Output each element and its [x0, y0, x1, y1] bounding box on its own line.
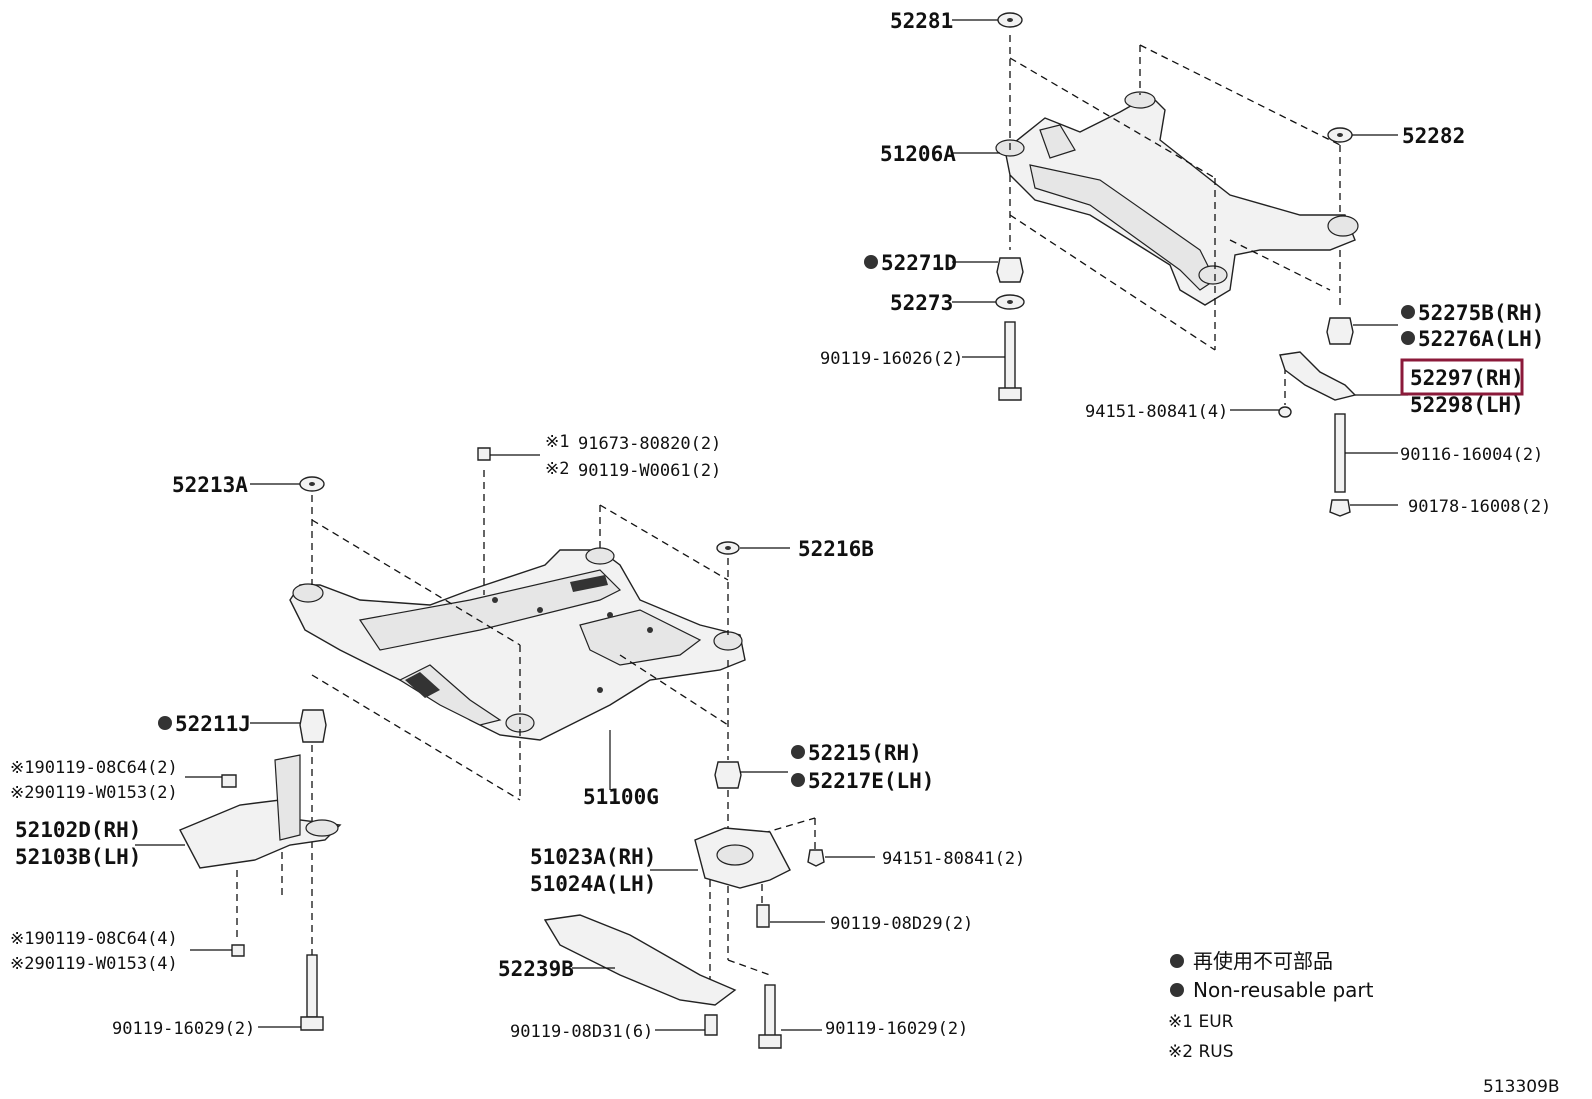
label-90119-16029-right: 90119-16029(2): [825, 1019, 968, 1039]
non-reusable-icon: [791, 773, 805, 787]
label-51023A: 51023A(RH): [530, 845, 656, 869]
label-90119-W0153-2: ※290119-W0153(2): [10, 783, 178, 803]
legend: 再使用不可部品 Non-reusable part ※1 EUR ※2 RUS …: [1168, 949, 1560, 1097]
label-90178-16008: 90178-16008(2): [1408, 497, 1551, 517]
bolt-08C64-lower: [231, 944, 245, 957]
label-90119-08C64-2: ※190119-08C64(2): [10, 758, 178, 778]
non-reusable-icon: [158, 716, 172, 730]
front-crossmember-51100G: [289, 547, 746, 741]
bolt-90119-08D29: [756, 904, 770, 928]
label-52282: 52282: [1402, 124, 1465, 148]
legend-note1: ※1 EUR: [1168, 1012, 1234, 1032]
bolt-90119-16029-left: [306, 954, 318, 1018]
label-94151-80841-2: 94151-80841(2): [882, 849, 1025, 869]
bushing-52275B: [1326, 317, 1354, 345]
note-marker-2: ※2: [545, 459, 569, 479]
label-90119-16026: 90119-16026(2): [820, 349, 963, 369]
label-52273: 52273: [890, 291, 953, 315]
non-reusable-icon: [1401, 305, 1415, 319]
brace-52239B: [543, 914, 737, 1006]
label-51206A: 51206A: [880, 142, 956, 166]
label-52103B: 52103B(LH): [15, 845, 141, 869]
label-52239B: 52239B: [498, 957, 574, 981]
bushing-52271D: [996, 257, 1024, 283]
part-labels: 52281 51206A 52271D 52273 90119-16026(2)…: [10, 9, 1551, 1042]
rear-leader-lines: [952, 19, 1408, 506]
label-52281: 52281: [890, 9, 953, 33]
bushing-52211J: [299, 709, 327, 743]
stud-90116-16004: [1334, 413, 1346, 493]
bolt-08C64-upper: [221, 774, 237, 788]
nut-90178-16008: [1329, 499, 1351, 517]
non-reusable-markers: [158, 255, 1415, 997]
non-reusable-icon: [1401, 331, 1415, 345]
bracket-52297: [1279, 351, 1357, 401]
label-52297: 52297(RH): [1410, 366, 1524, 390]
note-marker-1: ※1: [545, 432, 569, 452]
rear-guide-lines: [1009, 35, 1341, 405]
label-52211J: 52211J: [175, 712, 251, 736]
label-90119-W0153-4: ※290119-W0153(4): [10, 954, 178, 974]
label-52275B: 52275B(RH): [1418, 301, 1544, 325]
label-90119-08D29: 90119-08D29(2): [830, 914, 973, 934]
bolt-91673: [477, 447, 491, 461]
bolt-90119-08D31: [704, 1014, 718, 1036]
rear-crossmember-51206A: [995, 91, 1359, 306]
label-52216B: 52216B: [798, 537, 874, 561]
diagram-code: 513309B: [1483, 1077, 1560, 1097]
label-90119-08D31: 90119-08D31(6): [510, 1022, 653, 1042]
bolt-90119-16026: [1004, 321, 1016, 391]
label-90116-16004: 90116-16004(2): [1400, 445, 1543, 465]
non-reusable-icon: [1170, 983, 1184, 997]
legend-jp: 再使用不可部品: [1193, 949, 1333, 973]
label-52271D: 52271D: [881, 251, 957, 275]
label-52102D: 52102D(RH): [15, 818, 141, 842]
bolt-90119-16029-right: [764, 984, 776, 1038]
non-reusable-icon: [864, 255, 878, 269]
selected-part-highlight: [1400, 358, 1524, 396]
front-fasteners: [179, 447, 825, 1049]
label-91673-80820: 91673-80820(2): [578, 434, 721, 454]
label-52213A: 52213A: [172, 473, 248, 497]
label-51024A: 51024A(LH): [530, 872, 656, 896]
label-90119-08C64-4: ※190119-08C64(4): [10, 929, 178, 949]
non-reusable-icon: [791, 745, 805, 759]
label-52276A: 52276A(LH): [1418, 327, 1544, 351]
nut-94151-80841: [807, 849, 825, 867]
label-52298: 52298(LH): [1410, 393, 1524, 417]
nut-94151: [1278, 406, 1292, 418]
non-reusable-icon: [1170, 954, 1184, 968]
front-leader-lines: [135, 454, 875, 1031]
label-90119-W0061: 90119-W0061(2): [578, 461, 721, 481]
legend-note2: ※2 RUS: [1168, 1042, 1234, 1062]
legend-en: Non-reusable part: [1193, 978, 1374, 1002]
label-52217E: 52217E(LH): [808, 769, 934, 793]
label-90119-16029-left: 90119-16029(2): [112, 1019, 255, 1039]
label-52215: 52215(RH): [808, 741, 922, 765]
label-94151-80841-4: 94151-80841(4): [1085, 402, 1228, 422]
bushing-52215: [714, 761, 742, 789]
label-51100G: 51100G: [583, 785, 659, 809]
